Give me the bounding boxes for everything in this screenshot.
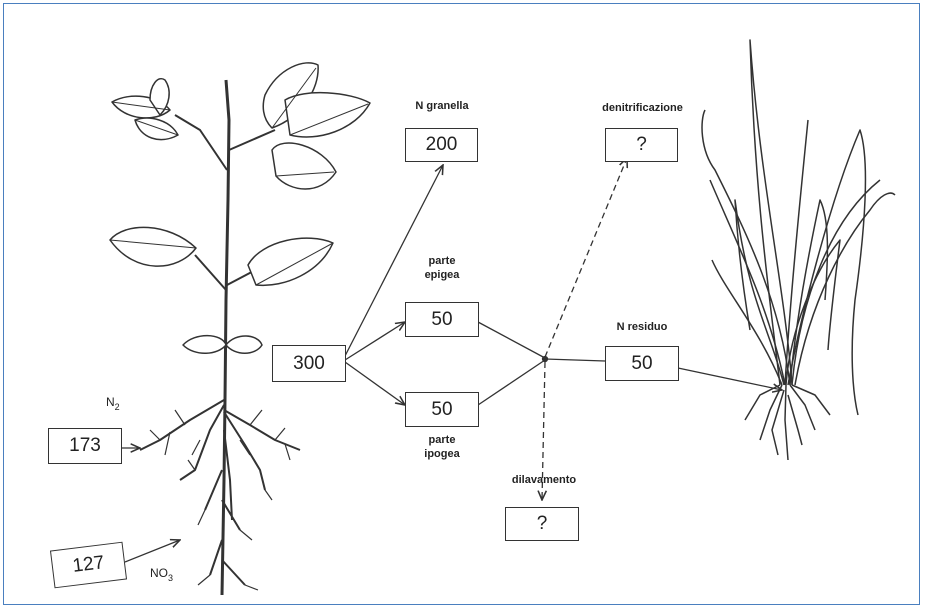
leaching-label: dilavamento <box>494 473 594 487</box>
grass-plant-illustration <box>702 40 895 460</box>
belowground-box: 50 <box>405 392 479 427</box>
total-n-box: 300 <box>272 345 346 382</box>
residual-n-box: 50 <box>605 346 679 381</box>
denitrification-label: denitrificazione <box>585 101 700 115</box>
belowground-label: parte ipogea <box>405 433 479 461</box>
grain-n-box: 200 <box>405 128 478 162</box>
denitrification-box: ? <box>605 128 678 162</box>
flow-arrows <box>122 158 782 562</box>
aboveground-label: parte epigea <box>405 254 479 282</box>
n2-label: N2 <box>106 395 120 410</box>
aboveground-box: 50 <box>405 302 479 337</box>
aboveground-label-line1: parte <box>405 254 479 268</box>
residual-label: N residuo <box>600 320 684 334</box>
n-fixed-box: 173 <box>48 428 122 464</box>
aboveground-label-line2: epigea <box>405 268 479 282</box>
leaching-box: ? <box>505 507 579 541</box>
grain-label: N granella <box>405 99 479 113</box>
belowground-label-line1: parte <box>405 433 479 447</box>
belowground-label-line2: ipogea <box>405 447 479 461</box>
nitrate-label: NO3 <box>150 566 173 581</box>
legume-plant-illustration <box>110 63 370 595</box>
